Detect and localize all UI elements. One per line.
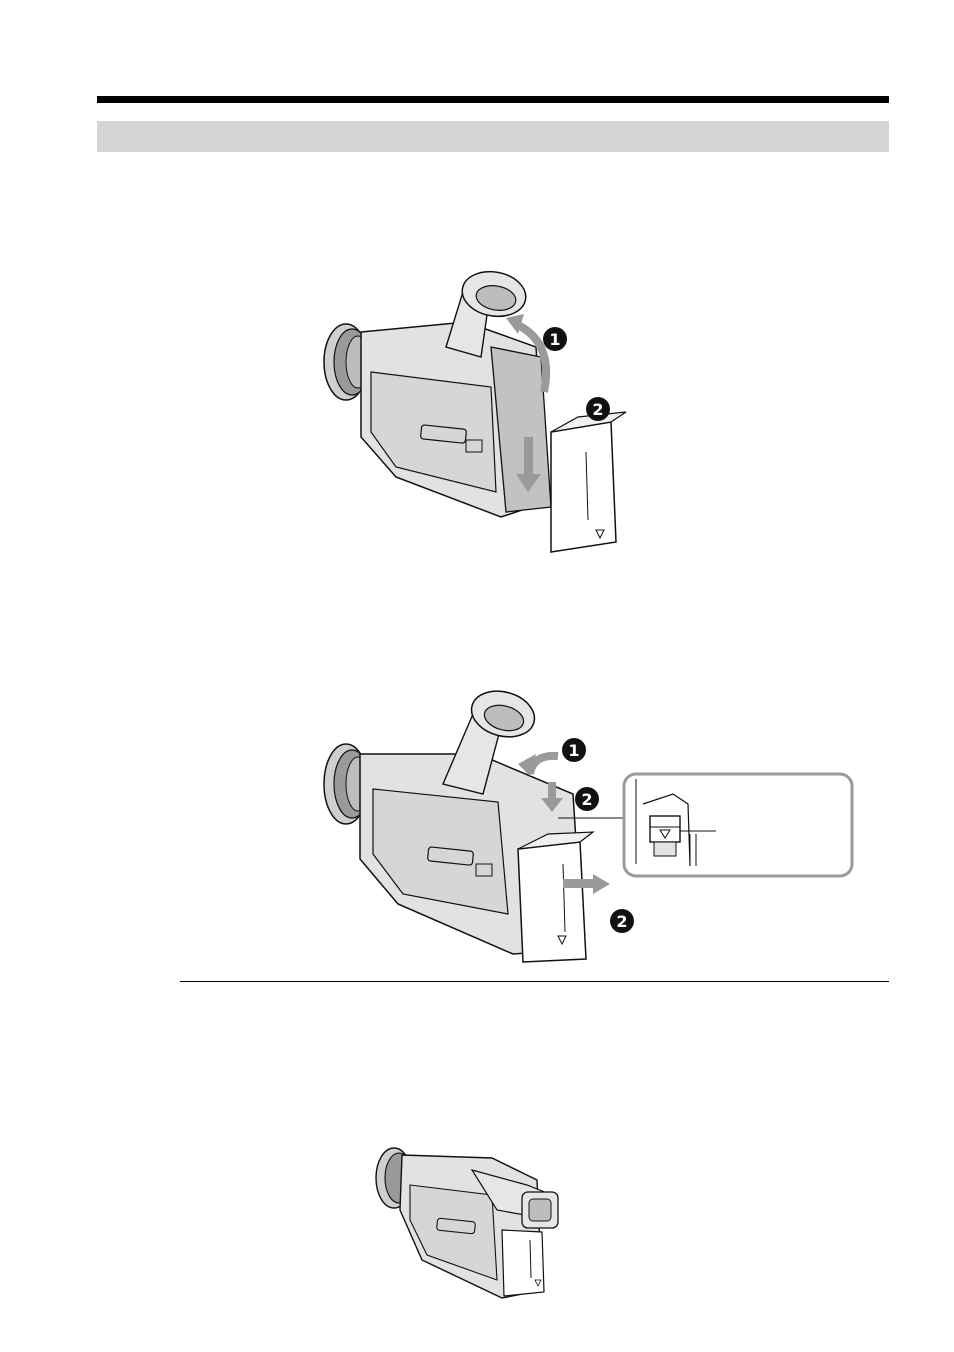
step-2-marker: 2 [610, 909, 634, 933]
step-1-marker: 1 [543, 327, 567, 351]
camcorder-remove-illustration: 1 2 2 [318, 684, 858, 974]
figure-camcorder-closed [372, 1140, 567, 1300]
section-header-band [97, 121, 889, 152]
step-2-marker: 2 [575, 787, 599, 811]
arrow-down [548, 782, 556, 800]
svg-text:2: 2 [616, 912, 627, 931]
camcorder-attach-illustration: 1 2 [316, 262, 646, 562]
step-2-marker: 2 [586, 397, 610, 421]
svg-text:1: 1 [549, 330, 560, 349]
section-divider [180, 981, 889, 982]
figure-attach-battery: 1 2 [316, 262, 646, 562]
callout-release-lever [624, 774, 852, 876]
arrow-down [524, 437, 533, 477]
arrow-right [563, 879, 595, 888]
top-rule [97, 96, 889, 103]
svg-text:2: 2 [581, 790, 592, 809]
step-1-marker: 1 [562, 738, 586, 762]
svg-text:1: 1 [568, 741, 579, 760]
battery-pack [551, 422, 616, 552]
svg-text:2: 2 [592, 400, 603, 419]
camcorder-closed-illustration [372, 1140, 567, 1300]
figure-remove-battery: 1 2 2 [318, 684, 858, 974]
battery-pack [518, 842, 586, 962]
